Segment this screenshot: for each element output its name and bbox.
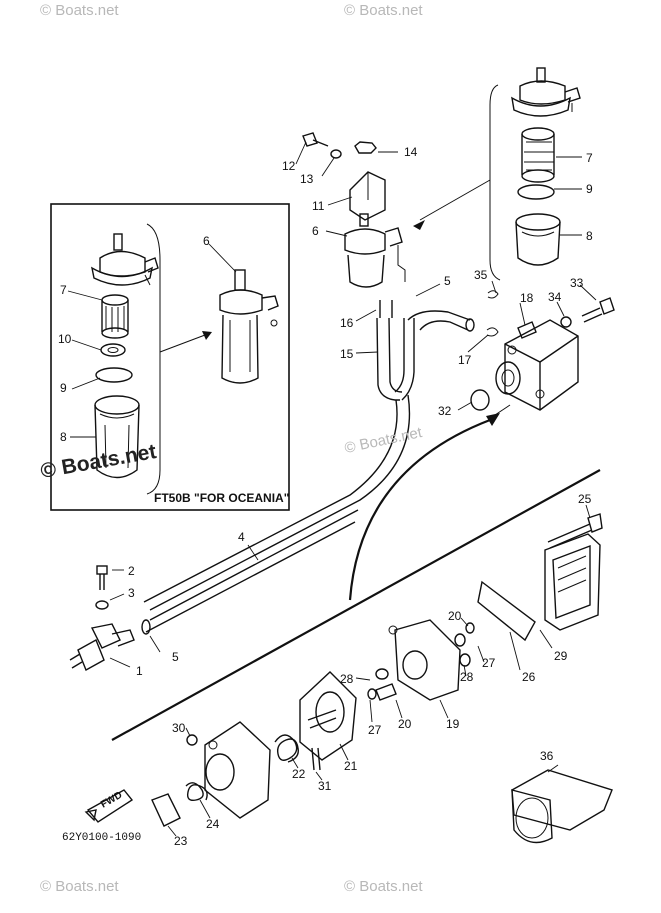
callout-26: 26 [522, 670, 536, 684]
callout-8-right: 8 [586, 229, 593, 243]
callout-28-left: 28 [340, 672, 354, 686]
callout-15: 15 [340, 347, 354, 361]
callout-19: 19 [446, 717, 460, 731]
inset-oring-9 [95, 367, 133, 383]
callout-33: 33 [570, 276, 584, 290]
callout-inset-8: 8 [60, 430, 67, 444]
fuel-pump-18 [470, 290, 615, 416]
fuel-pump-lower [84, 513, 603, 827]
watermark-bottom-left: © Boats.net [40, 878, 119, 895]
hose-route-arrow [348, 418, 491, 601]
callout-28-right: 28 [460, 670, 474, 684]
inset-oceania-box [50, 203, 290, 511]
part-36 [511, 764, 613, 844]
watermark-top-right: © Boats.net [344, 2, 423, 19]
callout-22: 22 [292, 767, 306, 781]
callout-32: 32 [438, 404, 452, 418]
callout-36: 36 [540, 749, 554, 763]
callout-34: 34 [548, 290, 562, 304]
watermark-bottom-right: © Boats.net [344, 878, 423, 895]
callout-9-right: 9 [586, 182, 593, 196]
fuel-hoses [141, 310, 475, 635]
callout-leaders [109, 141, 597, 837]
callout-13: 13 [300, 172, 314, 186]
callout-inset-6: 6 [203, 234, 210, 248]
callout-16: 16 [340, 316, 354, 330]
inset-fuel-joint-top [91, 233, 159, 286]
callout-3: 3 [128, 586, 135, 600]
callout-5-top: 5 [444, 274, 451, 288]
callout-17: 17 [458, 353, 472, 367]
callout-30: 30 [172, 721, 186, 735]
inset-fuel-filter-6 [219, 269, 279, 384]
callout-4: 4 [238, 530, 245, 544]
inset-filter-cup-8 [94, 395, 140, 479]
callout-11: 11 [312, 199, 325, 213]
callout-20-bottom: 20 [398, 717, 412, 731]
callout-25: 25 [578, 492, 592, 506]
callout-5-bottom: 5 [172, 650, 179, 664]
callout-29: 29 [554, 649, 568, 663]
callout-31: 31 [318, 779, 332, 793]
callout-inset-9: 9 [60, 381, 67, 395]
callout-27-top: 27 [482, 656, 496, 670]
callout-18: 18 [520, 291, 534, 305]
callout-1: 1 [136, 664, 143, 678]
callout-7-right: 7 [586, 151, 593, 165]
callout-23: 23 [174, 834, 188, 848]
fuel-joint-1 [69, 565, 135, 671]
callout-6: 6 [312, 224, 319, 238]
callout-24: 24 [206, 817, 220, 831]
callout-2: 2 [128, 564, 135, 578]
inset-label: FT50B "FOR OCEANIA" [154, 491, 289, 505]
inset-nut-10 [100, 343, 126, 357]
callout-27-bottom: 27 [368, 723, 382, 737]
callout-21: 21 [344, 759, 358, 773]
diagram-code: 62Y0100-1090 [62, 832, 141, 844]
watermark-top-left: © Boats.net [40, 2, 119, 19]
upper-right-filter-variant [413, 67, 582, 281]
callout-20-top: 20 [448, 609, 462, 623]
callout-inset-10: 10 [58, 332, 72, 346]
inset-filter-element-7 [101, 294, 129, 339]
callout-12: 12 [282, 159, 296, 173]
callout-numbers: 6 7 10 9 8 12 13 14 11 6 5 16 15 35 18 3… [58, 145, 593, 848]
section-divider [111, 469, 601, 741]
callout-inset-7: 7 [60, 283, 67, 297]
callout-35: 35 [474, 268, 488, 282]
callout-14: 14 [404, 145, 418, 159]
